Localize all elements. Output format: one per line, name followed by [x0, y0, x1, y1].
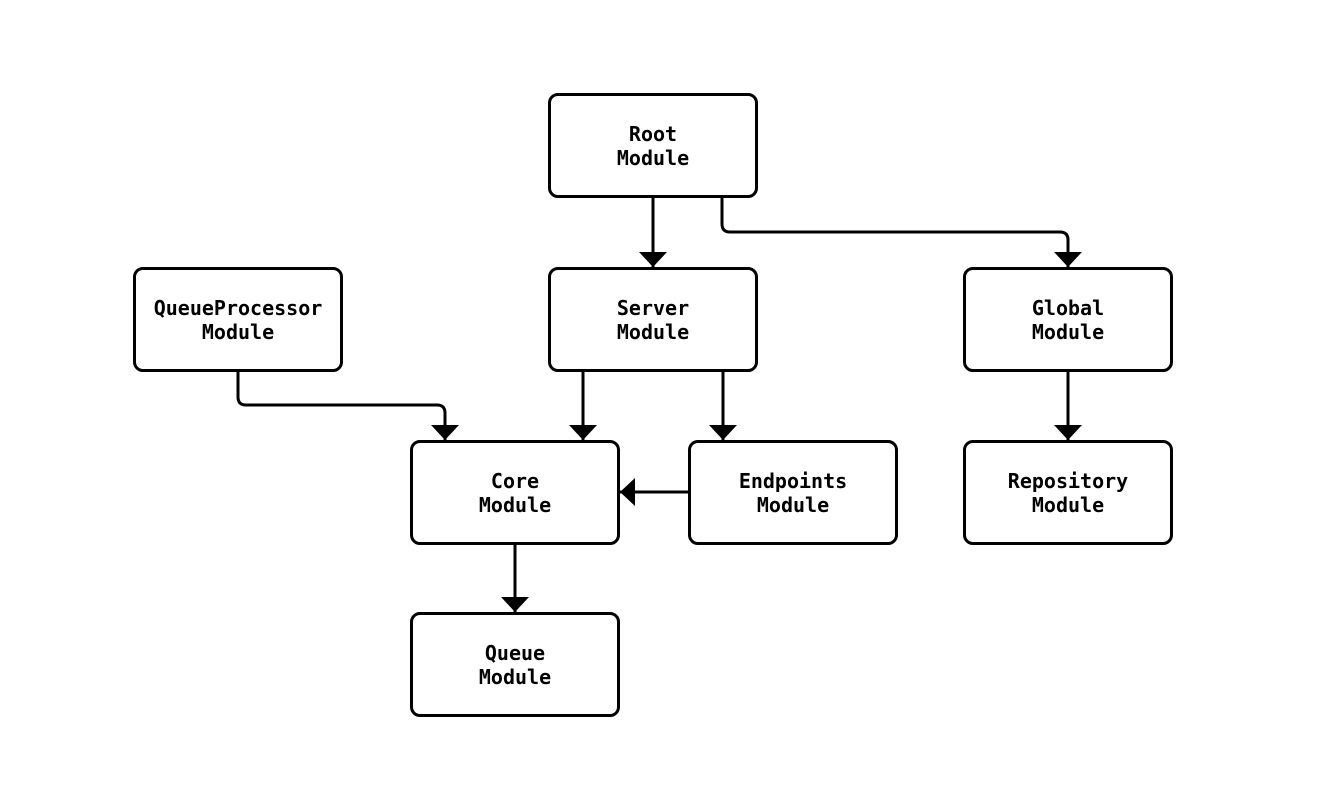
edge-root-to-global — [720, 198, 1082, 267]
node-label: Server Module — [616, 295, 690, 344]
node-server-module: Server Module — [548, 267, 758, 372]
node-label: Root Module — [616, 121, 690, 170]
node-label: Queue Module — [478, 640, 552, 689]
edge-queueprocessor-to-core — [236, 372, 459, 440]
node-root-module: Root Module — [548, 93, 758, 198]
node-label: Global Module — [1031, 295, 1105, 344]
node-repository-module: Repository Module — [963, 440, 1173, 545]
node-label: Endpoints Module — [738, 468, 848, 517]
node-core-module: Core Module — [410, 440, 620, 545]
node-global-module: Global Module — [963, 267, 1173, 372]
node-label: QueueProcessor Module — [153, 295, 323, 344]
node-label: Repository Module — [1007, 468, 1129, 517]
node-endpoints-module: Endpoints Module — [688, 440, 898, 545]
node-queueprocessor-module: QueueProcessor Module — [133, 267, 343, 372]
node-queue-module: Queue Module — [410, 612, 620, 717]
node-label: Core Module — [478, 468, 552, 517]
